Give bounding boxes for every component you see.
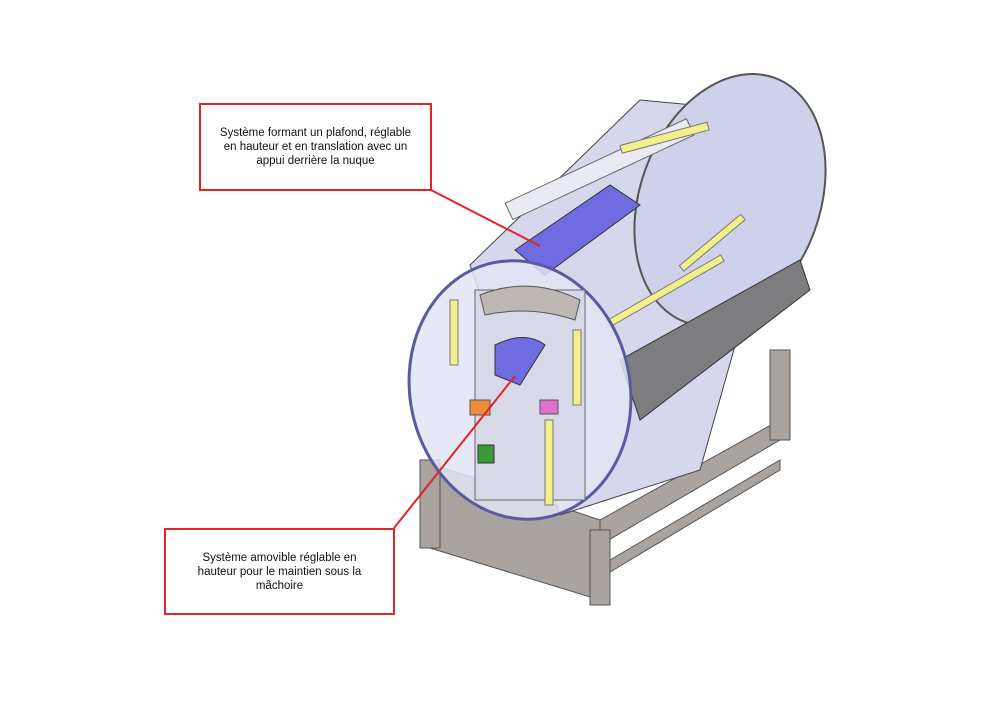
callout-2-leader: [393, 375, 516, 529]
callout-ceiling-system: Système formant un plafond, réglable en …: [199, 103, 432, 191]
callout-1-leader: [430, 189, 541, 247]
drum: [469, 73, 827, 516]
front-ring: [407, 259, 633, 521]
callout-jaw-support: Système amovible réglable en hauteur pou…: [164, 528, 395, 615]
